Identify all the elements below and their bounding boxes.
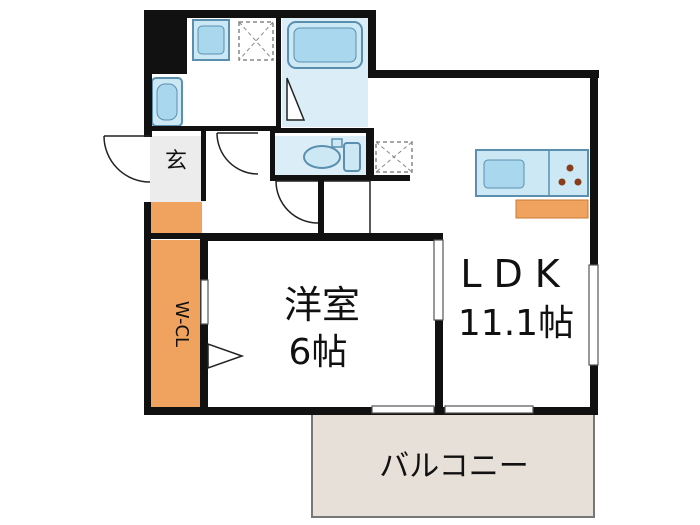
stove-burner-icon — [574, 178, 582, 186]
closet-label: W-CL — [171, 301, 192, 347]
storage-shelf-inner — [156, 83, 178, 121]
fridge-space-icon — [375, 141, 413, 173]
kitchen-sink-bowl — [483, 159, 525, 189]
washer-space-cross-a — [238, 21, 274, 61]
kitchen-counter — [515, 199, 589, 219]
walk-in-closet — [150, 240, 202, 408]
stove-burner-icon — [558, 178, 566, 186]
entrance-label: 玄 — [165, 149, 187, 174]
western-room-name: 洋室 — [284, 283, 360, 327]
entrance-floor — [150, 136, 205, 202]
washer-space-icon — [238, 21, 274, 61]
stove-burner-icon — [566, 164, 574, 172]
fridge-space-cross-b — [375, 141, 413, 173]
balcony-label: バルコニー — [379, 449, 528, 484]
ldk-name: LDK — [460, 252, 571, 296]
washer-space-cross-b — [238, 21, 274, 61]
windows — [200, 239, 599, 414]
ldk-size: 11.1帖 — [458, 303, 574, 344]
western-room-size: 6帖 — [289, 332, 348, 373]
balcony-floor — [311, 412, 595, 518]
washbasin-bowl — [197, 25, 225, 55]
doors — [103, 77, 371, 370]
toilet-paper-icon — [331, 138, 343, 148]
toilet-tank-icon — [343, 142, 361, 172]
toilet-icon — [303, 145, 341, 169]
shoe-shelf — [150, 202, 202, 233]
bathtub-inner — [293, 27, 357, 63]
